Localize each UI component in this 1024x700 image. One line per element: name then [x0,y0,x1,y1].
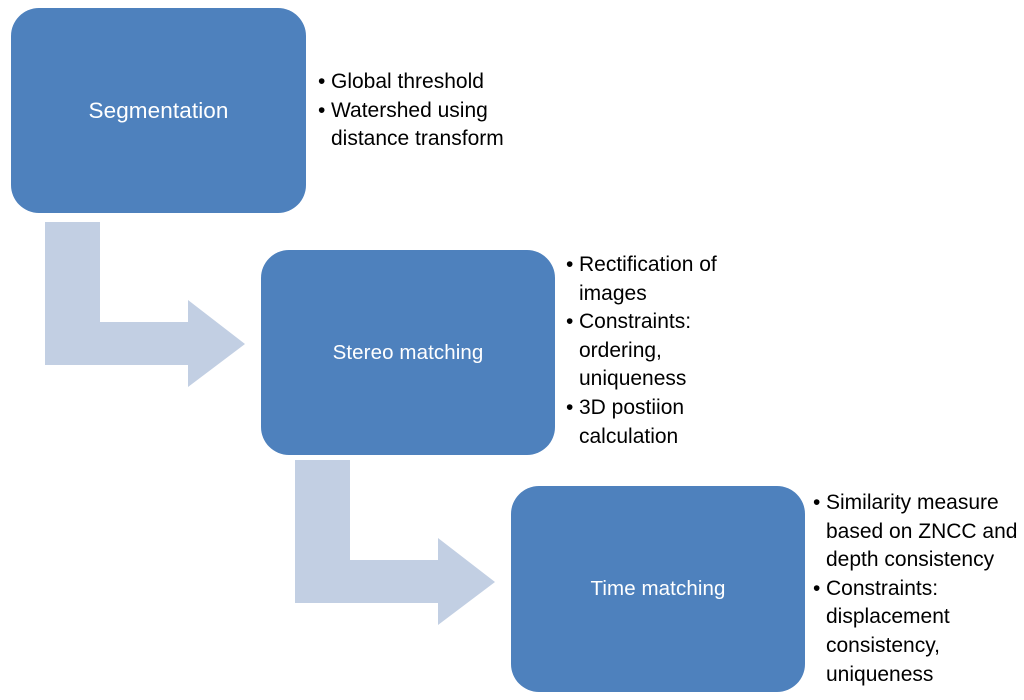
node-segmentation-label: Segmentation [88,97,229,123]
list-item: Similarity measure based on ZNCC and dep… [813,489,1024,575]
arrow-segmentation-to-stereo-matching [45,222,245,387]
arrow-stereo-matching-to-time-matching [295,460,495,625]
node-stereo-matching-label: Stereo matching [332,340,484,364]
node-segmentation[interactable]: Segmentation [11,8,306,213]
node-stereo-matching[interactable]: Stereo matching [261,250,555,455]
bullet-list-segmentation: Global threshold Watershed using distanc… [318,68,533,154]
list-item: Constraints: displacement consistency, u… [813,575,1024,689]
list-item: Global threshold [318,68,533,97]
list-item: Constraints: ordering, uniqueness [566,308,746,394]
bullet-list-stereo-matching: Rectification of images Constraints: ord… [566,251,746,451]
node-time-matching[interactable]: Time matching [511,486,805,692]
list-item: 3D postiion calculation [566,394,746,451]
list-item: Watershed using distance transform [318,97,533,154]
bullet-list-time-matching: Similarity measure based on ZNCC and dep… [813,489,1024,689]
node-time-matching-label: Time matching [590,577,726,601]
list-item: Rectification of images [566,251,746,308]
